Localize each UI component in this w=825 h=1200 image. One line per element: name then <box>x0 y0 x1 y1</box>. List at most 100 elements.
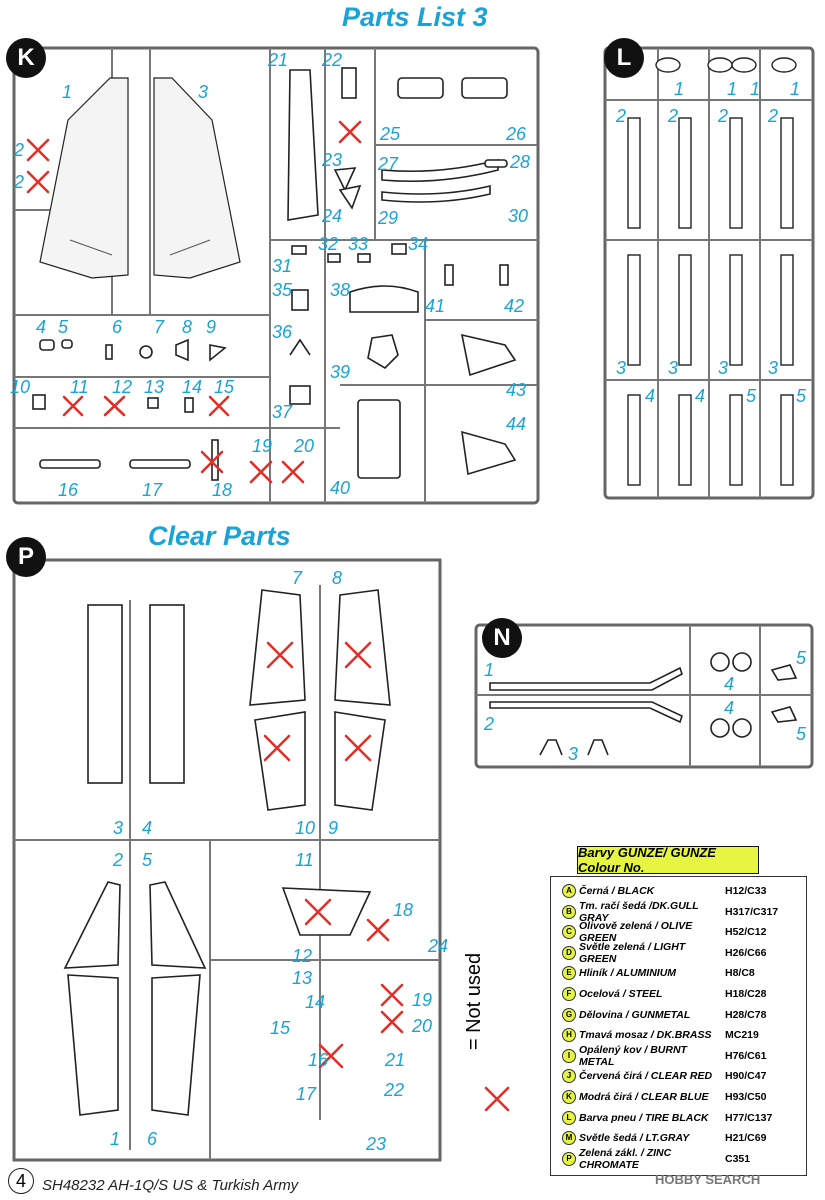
svg-text:35: 35 <box>272 280 293 300</box>
svg-text:1: 1 <box>62 82 72 102</box>
sprue-badge-l: L <box>604 38 644 78</box>
sprue-badge-k: K <box>6 38 46 78</box>
colour-letter: J <box>562 1069 576 1084</box>
svg-text:2: 2 <box>112 850 123 870</box>
svg-text:30: 30 <box>508 206 528 226</box>
svg-text:9: 9 <box>206 317 216 337</box>
svg-text:36: 36 <box>272 322 293 342</box>
colour-code: H52/C12 <box>725 926 767 939</box>
svg-text:4: 4 <box>695 386 705 406</box>
colour-letter: I <box>562 1048 576 1063</box>
svg-text:13: 13 <box>144 377 164 397</box>
not-used-marks-p <box>263 641 404 1069</box>
part-numbers-k: 1 2 2 3 4 5 6 7 8 9 10 11 12 13 14 15 16… <box>10 50 530 500</box>
colour-code: MC219 <box>725 1029 759 1042</box>
colour-letter: L <box>562 1110 576 1125</box>
colour-code: H18/C28 <box>725 988 767 1000</box>
svg-text:17: 17 <box>296 1084 317 1104</box>
svg-text:12: 12 <box>112 377 132 397</box>
not-used-legend: = Not used <box>456 935 546 1065</box>
svg-text:3: 3 <box>768 358 778 378</box>
svg-text:1: 1 <box>484 660 494 680</box>
sprue-n: 12 34 45 5 <box>474 623 814 769</box>
colour-name: Světle zelená / LIGHT GREEN <box>579 940 686 965</box>
colour-name: Tmavá mosaz / DK.BRASS <box>579 1029 712 1042</box>
svg-text:15: 15 <box>214 377 235 397</box>
svg-text:2: 2 <box>767 106 778 126</box>
colour-name: Ocelová / STEEL <box>579 988 663 1000</box>
svg-text:32: 32 <box>318 234 338 254</box>
sprue-k: 1 2 2 3 4 5 6 7 8 9 10 11 12 13 14 15 16… <box>10 46 540 505</box>
svg-text:15: 15 <box>270 1018 291 1038</box>
colour-code: H90/C47 <box>725 1070 767 1083</box>
colour-code: H12/C33 <box>725 885 767 897</box>
svg-text:44: 44 <box>506 414 526 434</box>
svg-text:4: 4 <box>142 818 152 838</box>
page-number: 4 <box>8 1168 34 1194</box>
svg-text:27: 27 <box>377 154 399 174</box>
svg-text:20: 20 <box>411 1016 432 1036</box>
svg-text:1: 1 <box>727 79 737 99</box>
svg-text:5: 5 <box>796 724 807 744</box>
colour-letter: C <box>562 925 576 940</box>
not-used-marks-k <box>26 120 362 484</box>
svg-text:3: 3 <box>113 818 123 838</box>
colour-code: H77/C137 <box>725 1111 773 1124</box>
colour-letter: P <box>562 1151 576 1166</box>
svg-text:39: 39 <box>330 362 350 382</box>
svg-text:19: 19 <box>412 990 432 1010</box>
svg-text:11: 11 <box>295 850 314 870</box>
watermark: HOBBY SEARCH <box>655 1172 761 1187</box>
svg-text:29: 29 <box>377 208 398 228</box>
svg-text:8: 8 <box>182 317 192 337</box>
svg-text:2: 2 <box>717 106 728 126</box>
svg-text:17: 17 <box>142 480 163 500</box>
svg-text:24: 24 <box>427 936 448 956</box>
colour-code: H26/C66 <box>725 946 767 959</box>
colour-name: Tm. račí šedá /DK.GULL GRAY <box>579 899 699 924</box>
svg-text:31: 31 <box>272 256 292 276</box>
svg-text:10: 10 <box>295 818 315 838</box>
svg-text:22: 22 <box>383 1080 404 1100</box>
colour-letter: E <box>562 966 576 981</box>
svg-text:3: 3 <box>568 744 578 764</box>
colour-letter: H <box>562 1028 576 1043</box>
colour-name: Zelená zákl. / ZINC CHROMATE <box>579 1146 672 1171</box>
svg-text:33: 33 <box>348 234 368 254</box>
svg-text:42: 42 <box>504 296 524 316</box>
colour-name: Opálený kov / BURNT METAL <box>579 1043 687 1068</box>
svg-text:21: 21 <box>267 50 288 70</box>
colour-name: Hliník / ALUMINIUM <box>579 967 677 980</box>
svg-text:4: 4 <box>724 674 734 694</box>
colour-code: H317/C317 <box>725 905 779 918</box>
svg-text:37: 37 <box>272 402 293 422</box>
footer-text: SH48232 AH-1Q/S US & Turkish Army <box>42 1177 299 1194</box>
svg-text:5: 5 <box>746 386 757 406</box>
svg-text:2: 2 <box>615 106 626 126</box>
svg-text:6: 6 <box>112 317 123 337</box>
not-used-label: = Not used <box>463 952 486 1051</box>
svg-text:5: 5 <box>796 386 807 406</box>
svg-text:20: 20 <box>293 436 314 456</box>
colour-letter: M <box>562 1131 576 1146</box>
svg-text:14: 14 <box>182 377 202 397</box>
svg-text:18: 18 <box>393 900 413 920</box>
colour-name: Barva pneu / TIRE BLACK <box>579 1111 709 1124</box>
colour-letter: B <box>562 904 576 919</box>
svg-text:19: 19 <box>252 436 272 456</box>
svg-text:26: 26 <box>505 124 527 144</box>
colour-name: Modrá čirá / CLEAR BLUE <box>579 1091 709 1103</box>
svg-text:34: 34 <box>408 234 428 254</box>
svg-text:5: 5 <box>796 648 807 668</box>
svg-text:13: 13 <box>292 968 312 988</box>
colour-code: H93/C50 <box>725 1091 767 1103</box>
svg-text:18: 18 <box>212 480 232 500</box>
